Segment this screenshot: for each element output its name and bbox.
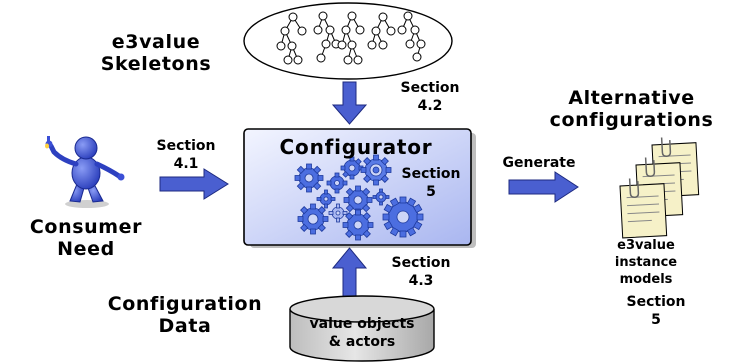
skeletons-title-line1: e3value xyxy=(111,31,201,53)
section-4-2-label: Section 4.2 xyxy=(390,80,470,116)
section-4-3-number: 4.3 xyxy=(408,272,434,289)
database-line2: & actors xyxy=(328,334,396,351)
section-4-2-number: 4.2 xyxy=(417,97,443,114)
section-5-number: 5 xyxy=(651,311,661,328)
skeletons-ellipse xyxy=(243,2,453,80)
section-4-1-number: 4.1 xyxy=(173,155,199,172)
configuration-data-label: Configuration Data xyxy=(80,293,290,338)
configurator-section-number: 5 xyxy=(426,183,436,200)
arrow-skeletons-to-configurator xyxy=(331,81,368,125)
alternatives-title-line1: Alternative xyxy=(568,87,695,109)
configurator-section-label: Section 5 xyxy=(392,166,470,202)
section-4-3-word: Section xyxy=(391,255,451,271)
database-label: value objects & actors xyxy=(296,315,428,352)
gears-icon xyxy=(294,154,424,241)
skeletons-title-line2: Skeletons xyxy=(100,53,212,76)
configurator-title: Configurator xyxy=(279,135,433,159)
arrow-data-to-configurator xyxy=(331,247,368,299)
configurator-section-word: Section xyxy=(401,166,461,182)
consumer-person-icon xyxy=(45,136,125,208)
configuration-data-line1: Configuration xyxy=(107,293,263,315)
database-line1: value objects xyxy=(309,316,415,332)
instance-models-line1: e3value xyxy=(617,238,675,253)
skeleton-tree-icon xyxy=(276,11,426,65)
section-4-2-word: Section xyxy=(400,80,460,96)
arrow-consumer-to-configurator xyxy=(159,168,229,200)
consumer-need-line2: Need xyxy=(57,238,115,261)
skeletons-title: e3value Skeletons xyxy=(86,31,226,76)
instance-documents-icon xyxy=(619,137,700,239)
section-4-1-label: Section 4.1 xyxy=(146,138,226,174)
section-5-word: Section xyxy=(626,294,686,310)
database-cylinder-icon xyxy=(289,295,435,362)
alternatives-title-line2: configurations xyxy=(549,109,714,132)
generate-label: Generate xyxy=(502,155,576,171)
section-4-1-word: Section xyxy=(156,138,216,154)
arrow-generate xyxy=(508,171,579,203)
instance-models-line2: instance xyxy=(614,255,678,271)
instance-models-label: e3value instance models xyxy=(596,237,696,288)
configuration-data-line2: Data xyxy=(158,315,212,338)
section-4-3-label: Section 4.3 xyxy=(381,255,461,291)
instance-models-line3: models xyxy=(619,272,673,288)
alternatives-title: Alternative configurations xyxy=(534,87,729,132)
consumer-need-line1: Consumer xyxy=(29,216,143,238)
section-5-label: Section 5 xyxy=(614,294,698,330)
consumer-need-label: Consumer Need xyxy=(6,216,166,261)
